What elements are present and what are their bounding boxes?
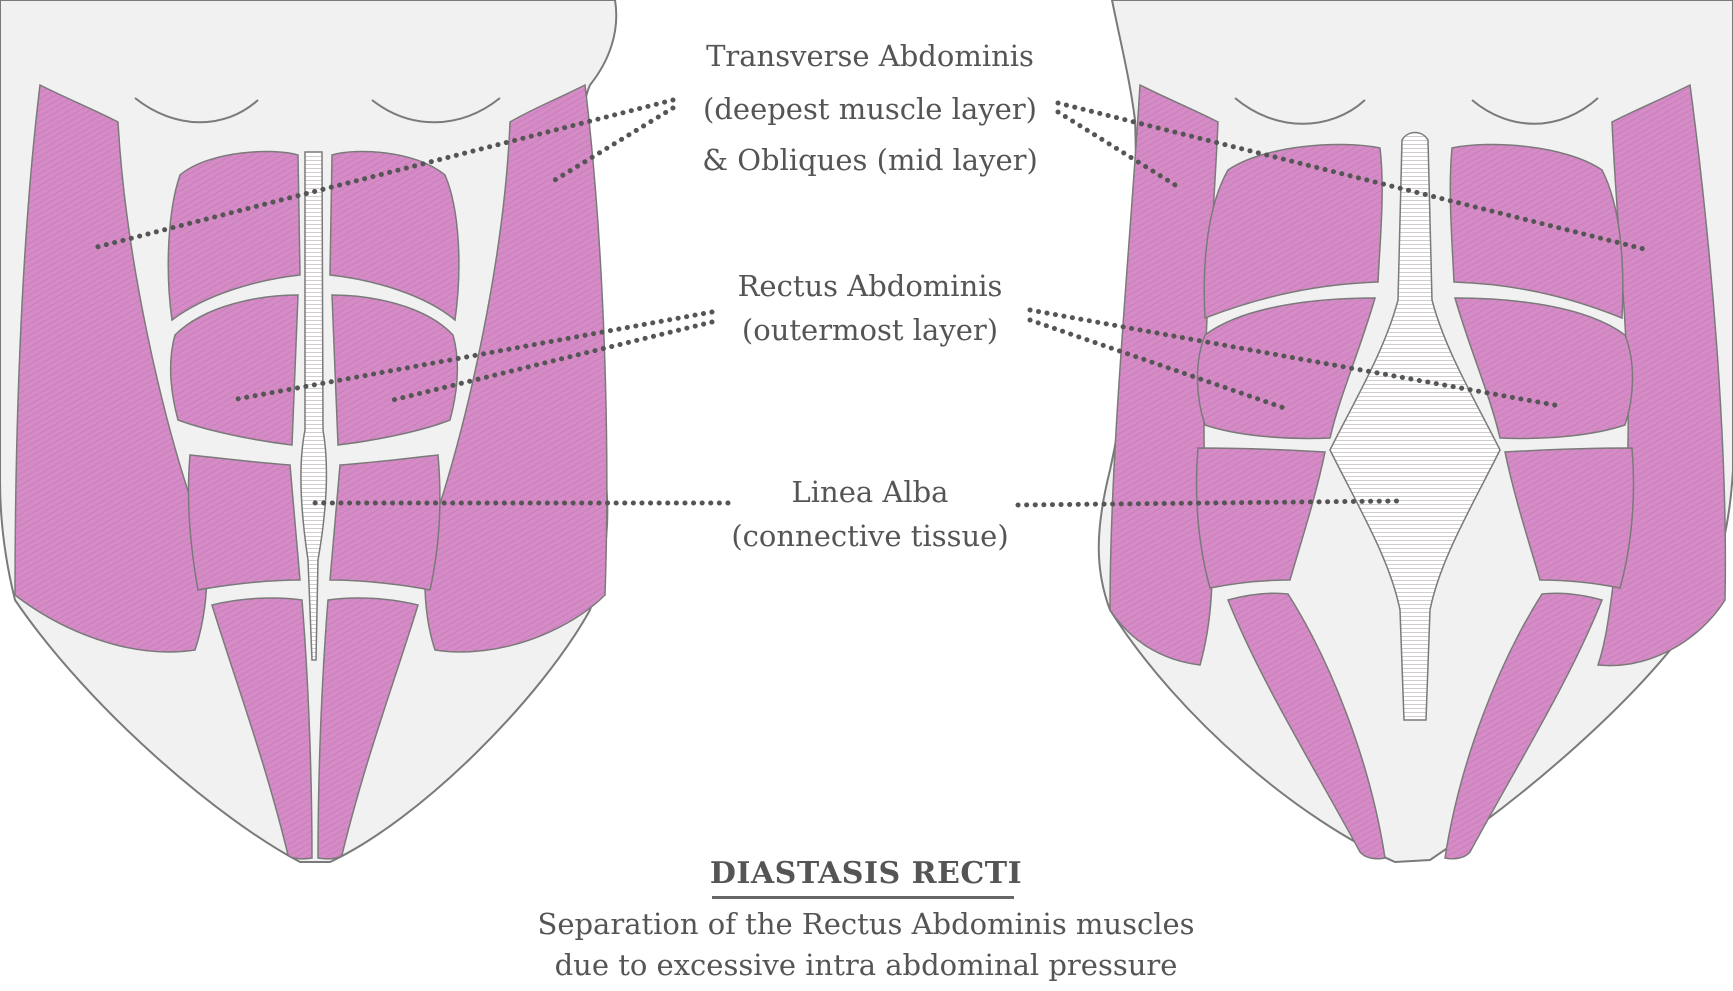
- leader-transverse-right-1: [1055, 100, 1651, 253]
- left-oblique-left: [14, 83, 208, 653]
- leader-transverse-left-1: [90, 97, 676, 251]
- right-rectus-low-right: [1504, 447, 1635, 589]
- leader-transverse-right-2: [1055, 109, 1183, 191]
- caption-line2: due to excessive intra abdominal pressur…: [554, 948, 1178, 982]
- normal-abdomen: [0, 0, 618, 863]
- leader-linea-right: [1015, 498, 1401, 508]
- leader-rectus-right-1: [1027, 307, 1563, 409]
- label-transverse-line3: & Obliques (mid layer): [702, 143, 1038, 177]
- left-rectus-bottom-left: [211, 597, 313, 860]
- left-rectus-low-right: [329, 454, 441, 591]
- left-linea-alba: [300, 151, 328, 661]
- label-rectus-line2: (outermost layer): [741, 313, 999, 347]
- caption-line1: Separation of the Rectus Abdominis muscl…: [537, 907, 1195, 941]
- leader-lines: [90, 97, 1651, 508]
- leader-transverse-left-2: [547, 105, 676, 186]
- right-rectus-low-left: [1195, 447, 1326, 589]
- right-chest-curve-right: [1471, 97, 1599, 125]
- label-transverse-line1: Transverse Abdominis: [706, 39, 1034, 73]
- left-chest-curve-right: [371, 97, 501, 124]
- right-rectus-mid-left: [1196, 297, 1376, 440]
- label-linea-line2: (connective tissue): [731, 519, 1009, 553]
- right-linea-alba: [1329, 131, 1501, 721]
- left-oblique-right: [424, 83, 608, 653]
- left-rectus-low-left: [187, 454, 301, 591]
- label-transverse-line2: (deepest muscle layer): [703, 92, 1037, 126]
- left-rectus-top-right: [329, 150, 460, 322]
- label-rectus-line1: Rectus Abdominis: [737, 269, 1003, 303]
- caption-title: DIASTASIS RECTI: [709, 856, 1023, 891]
- diastasis-abdomen: [1097, 0, 1733, 864]
- caption-title-underline: [712, 896, 1014, 899]
- label-linea-line1: Linea Alba: [791, 475, 949, 509]
- leader-rectus-left-1: [234, 309, 715, 402]
- right-rectus-top-left: [1203, 143, 1383, 320]
- left-rectus-mid-right: [331, 294, 459, 446]
- right-rectus-bottom-left: [1226, 592, 1386, 860]
- left-rectus-bottom-right: [317, 597, 419, 860]
- right-rectus-bottom-right: [1444, 592, 1604, 860]
- leader-rectus-right-2: [1027, 317, 1293, 413]
- leader-rectus-left-2: [390, 319, 715, 403]
- left-rectus-mid-left: [169, 294, 299, 446]
- left-rectus-top-left: [167, 150, 301, 322]
- right-rectus-mid-right: [1454, 297, 1634, 440]
- right-chest-curve-left: [1234, 97, 1366, 125]
- right-oblique-left: [1109, 83, 1219, 666]
- right-rectus-top-right: [1449, 143, 1624, 320]
- left-chest-curve-left: [134, 97, 259, 124]
